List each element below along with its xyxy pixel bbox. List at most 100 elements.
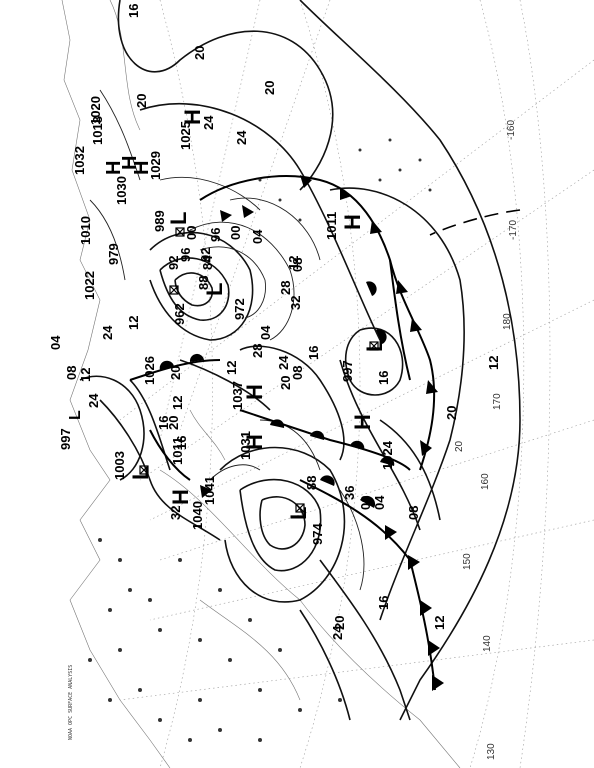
svg-text:H: H xyxy=(119,156,141,170)
svg-text:88: 88 xyxy=(196,276,211,290)
svg-text:04: 04 xyxy=(250,229,265,244)
svg-text:12: 12 xyxy=(286,256,301,270)
svg-text:1026: 1026 xyxy=(142,356,157,385)
svg-text:12: 12 xyxy=(486,356,501,370)
svg-text:997: 997 xyxy=(340,360,355,382)
svg-text:24: 24 xyxy=(201,115,216,130)
svg-text:H: H xyxy=(242,434,267,450)
svg-text:20: 20 xyxy=(192,46,207,60)
svg-text:08: 08 xyxy=(290,258,305,272)
svg-text:L: L xyxy=(286,507,311,520)
svg-text:20: 20 xyxy=(262,81,277,95)
svg-text:H: H xyxy=(340,214,365,230)
svg-text:1018: 1018 xyxy=(90,116,105,145)
low-center-markers xyxy=(139,227,379,513)
svg-text:1024: 1024 xyxy=(380,440,395,470)
svg-text:H: H xyxy=(180,109,205,125)
svg-text:1040: 1040 xyxy=(190,501,205,530)
svg-text:32: 32 xyxy=(168,506,183,520)
svg-text:160: 160 xyxy=(480,473,491,490)
svg-text:-160: -160 xyxy=(506,120,517,140)
svg-text:L: L xyxy=(202,283,227,296)
isobars-secondary xyxy=(89,89,365,591)
legend-text: NOAA OPC SURFACE ANALYSIS xyxy=(68,665,74,740)
svg-text:1030: 1030 xyxy=(114,176,129,205)
svg-text:96: 96 xyxy=(178,248,193,262)
svg-text:H: H xyxy=(168,489,193,505)
svg-text:H: H xyxy=(242,384,267,400)
svg-text:08: 08 xyxy=(64,366,79,380)
svg-text:1011: 1011 xyxy=(324,212,339,240)
svg-text:12: 12 xyxy=(78,368,93,382)
svg-text:04: 04 xyxy=(372,495,387,510)
svg-text:130: 130 xyxy=(486,743,497,760)
pressure-centers: H 1025 H 1024 H 1011 H 1037 H 1031 H 104… xyxy=(58,96,395,545)
isobar-value-labels: 16 20 20 20 24 12 12 16 20 24 08 04 00 9… xyxy=(48,4,501,640)
svg-text:20: 20 xyxy=(166,416,181,430)
svg-text:20: 20 xyxy=(134,94,149,108)
cold-front-symbols xyxy=(200,175,444,691)
svg-text:1003: 1003 xyxy=(112,451,127,480)
svg-text:1011: 1011 xyxy=(170,437,185,465)
svg-text:989: 989 xyxy=(152,210,167,232)
svg-text:92: 92 xyxy=(198,248,213,262)
svg-text:20: 20 xyxy=(332,616,347,630)
svg-text:12: 12 xyxy=(126,316,141,330)
svg-text:08: 08 xyxy=(290,366,305,380)
svg-text:180: 180 xyxy=(502,313,513,330)
svg-text:16: 16 xyxy=(376,371,391,385)
svg-text:08: 08 xyxy=(406,506,421,520)
svg-text:12: 12 xyxy=(432,616,447,630)
svg-text:28: 28 xyxy=(250,344,265,358)
svg-text:00: 00 xyxy=(358,496,373,510)
svg-text:L: L xyxy=(67,410,84,420)
svg-text:28: 28 xyxy=(278,281,293,295)
svg-text:24: 24 xyxy=(330,625,345,640)
svg-text:12: 12 xyxy=(224,361,239,375)
svg-text:H: H xyxy=(131,161,153,175)
svg-text:36: 36 xyxy=(342,486,357,500)
svg-text:16: 16 xyxy=(174,436,189,450)
svg-text:972: 972 xyxy=(232,298,247,320)
svg-text:20: 20 xyxy=(444,406,459,420)
svg-text:96: 96 xyxy=(208,228,223,242)
svg-text:16: 16 xyxy=(306,346,321,360)
svg-text:150: 150 xyxy=(462,553,473,570)
svg-text:88: 88 xyxy=(304,476,319,490)
svg-text:00: 00 xyxy=(228,226,243,240)
svg-text:1020: 1020 xyxy=(88,96,103,125)
svg-text:24: 24 xyxy=(86,393,101,408)
svg-text:12: 12 xyxy=(170,396,185,410)
svg-text:16: 16 xyxy=(126,4,141,18)
svg-text:1025: 1025 xyxy=(178,121,193,150)
svg-text:979: 979 xyxy=(106,243,121,265)
svg-text:00: 00 xyxy=(184,226,199,240)
svg-text:L: L xyxy=(166,212,191,225)
svg-text:997: 997 xyxy=(58,428,73,450)
svg-text:1041: 1041 xyxy=(202,476,217,505)
svg-text:1032: 1032 xyxy=(72,146,87,175)
svg-text:24: 24 xyxy=(234,130,249,145)
svg-text:20: 20 xyxy=(278,376,293,390)
svg-text:32: 32 xyxy=(288,296,303,310)
svg-text:92: 92 xyxy=(166,256,181,270)
isobars xyxy=(79,0,521,721)
svg-text:16: 16 xyxy=(156,416,171,430)
svg-text:1022: 1022 xyxy=(82,271,97,300)
svg-text:140: 140 xyxy=(482,635,493,652)
fronts xyxy=(129,175,436,691)
station-plots xyxy=(88,138,432,742)
svg-text:20: 20 xyxy=(168,366,183,380)
svg-text:1029: 1029 xyxy=(148,151,163,180)
svg-text:170: 170 xyxy=(492,393,503,410)
svg-text:04: 04 xyxy=(258,325,273,340)
svg-text:24: 24 xyxy=(276,355,291,370)
svg-text:974: 974 xyxy=(310,523,325,545)
svg-text:H: H xyxy=(350,414,375,430)
svg-text:1031: 1031 xyxy=(238,431,253,460)
svg-text:16: 16 xyxy=(376,596,391,610)
meridian-labels: -160 -170 180 170 160 150 140 130 20 xyxy=(454,120,519,760)
svg-text:24: 24 xyxy=(100,325,115,340)
svg-text:84: 84 xyxy=(200,255,215,270)
